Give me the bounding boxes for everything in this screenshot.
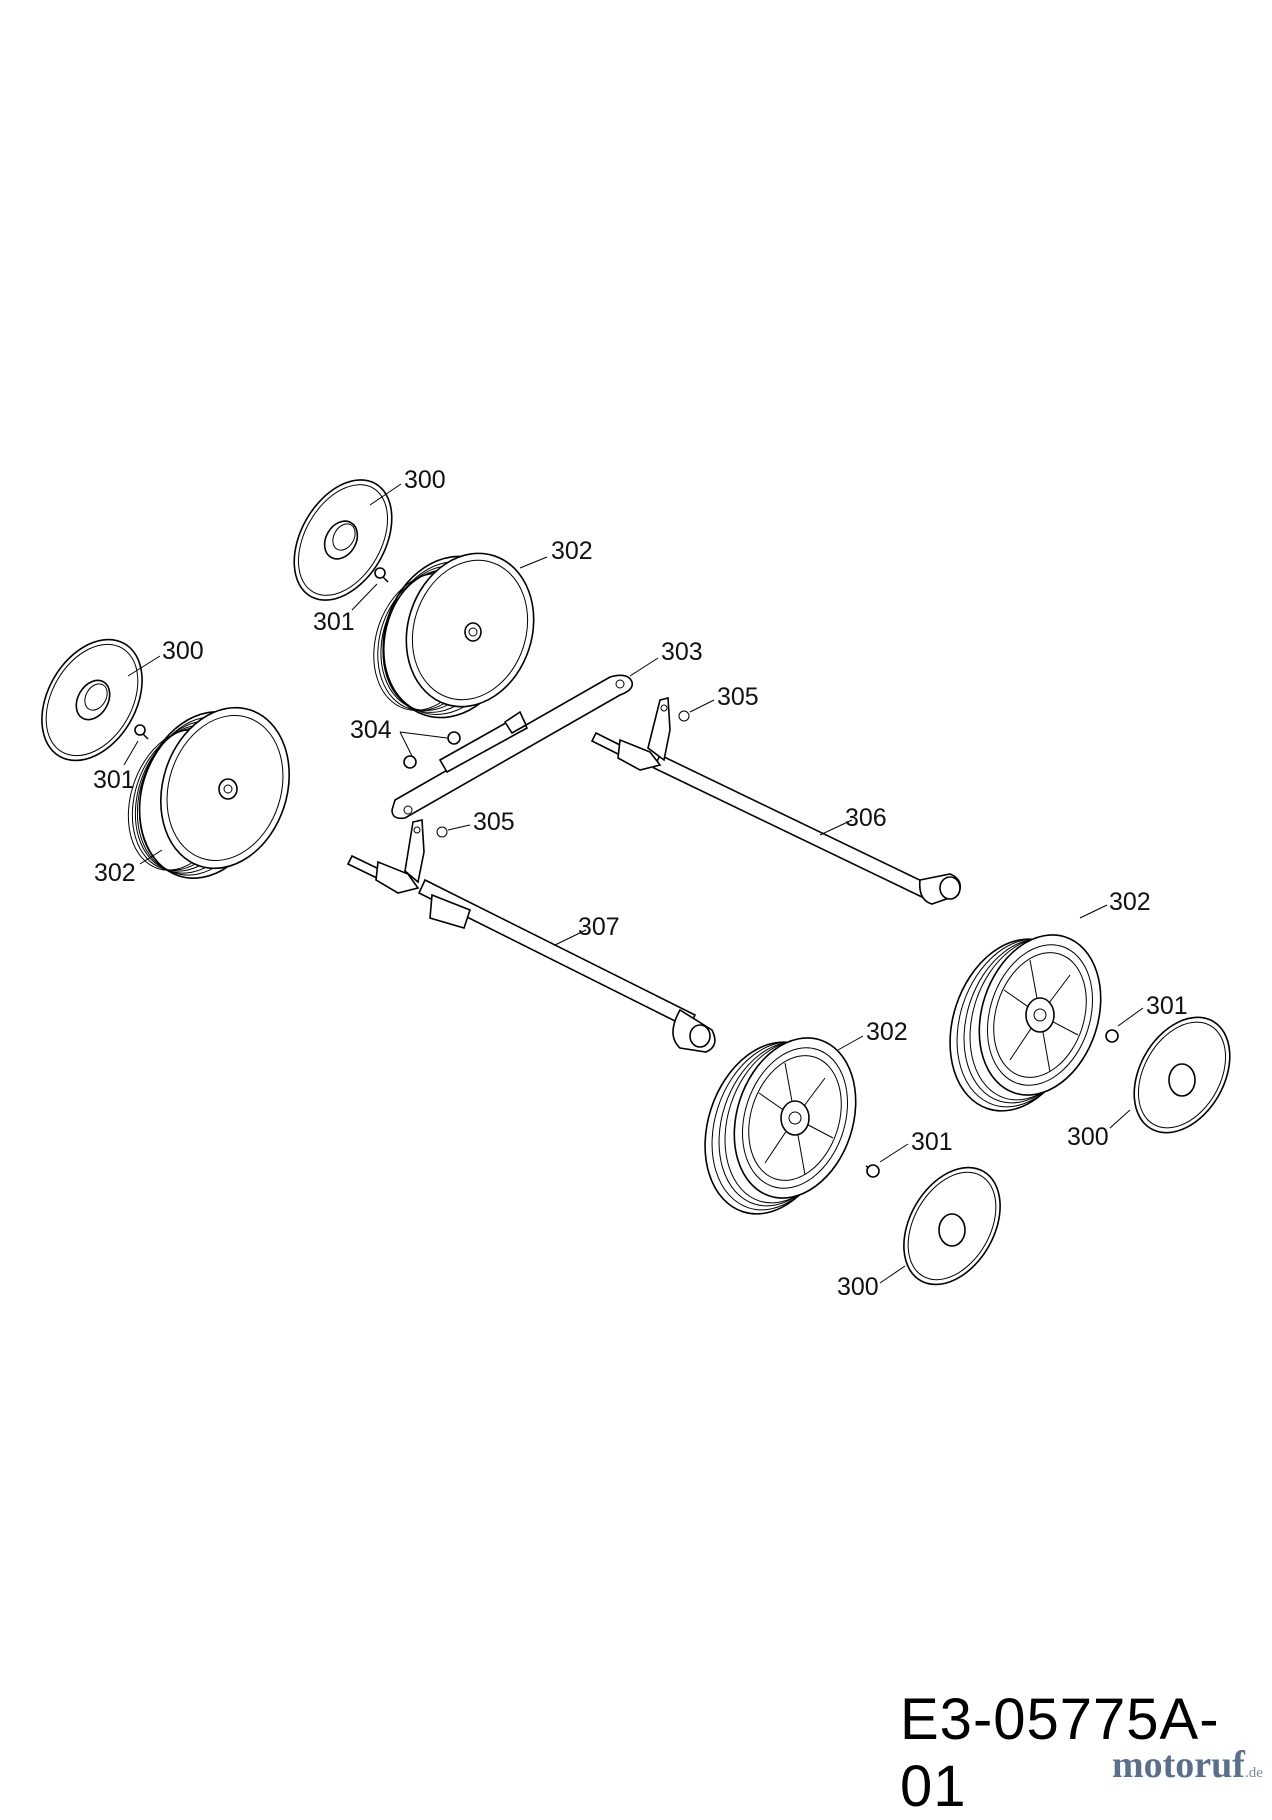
label-302-front: 302 xyxy=(866,1018,908,1046)
label-300-right: 300 xyxy=(1067,1123,1109,1151)
watermark-tld: .de xyxy=(1244,1765,1263,1781)
label-303: 303 xyxy=(661,638,703,666)
rear-axle xyxy=(590,696,961,905)
label-305-upper: 305 xyxy=(717,683,759,711)
clip-305b xyxy=(436,826,448,838)
wheel-left xyxy=(127,706,290,879)
nut-304b xyxy=(403,755,417,769)
label-301-top-left: 301 xyxy=(313,608,355,636)
wheel-bolt-right xyxy=(1105,1029,1119,1043)
wheel-bolt-left xyxy=(134,724,149,740)
watermark-brand: motoruf xyxy=(1112,1744,1245,1786)
hub-cap-front xyxy=(903,1166,1001,1286)
height-adjust-bar xyxy=(391,674,634,820)
label-306: 306 xyxy=(845,804,887,832)
hub-cap-left xyxy=(41,638,143,762)
wheel-bolt-top-left xyxy=(374,567,389,583)
label-302-top-left: 302 xyxy=(551,537,593,565)
label-300-left: 300 xyxy=(162,637,204,665)
front-axle xyxy=(346,819,716,1053)
label-304: 304 xyxy=(350,716,392,744)
hub-cap-top-left xyxy=(293,479,393,601)
label-305-lower: 305 xyxy=(473,808,515,836)
label-301-right: 301 xyxy=(1146,992,1188,1020)
clip-305a xyxy=(678,710,690,722)
hub-cap-right xyxy=(1133,1016,1231,1134)
wheel-bolt-front xyxy=(865,1164,880,1178)
watermark-logo: motoruf.de xyxy=(1112,1743,1263,1787)
wheel-right xyxy=(949,934,1102,1112)
nut-304a xyxy=(447,731,461,745)
label-301-left: 301 xyxy=(93,766,135,794)
label-300-top-left: 300 xyxy=(404,466,446,494)
wheel-top-left xyxy=(373,552,535,719)
label-307: 307 xyxy=(578,913,620,941)
label-300-front: 300 xyxy=(837,1273,879,1301)
label-302-left: 302 xyxy=(94,859,136,887)
leader-lines xyxy=(123,483,1144,1284)
label-301-front: 301 xyxy=(911,1128,953,1156)
label-302-right: 302 xyxy=(1109,888,1151,916)
wheel-front xyxy=(704,1037,857,1215)
